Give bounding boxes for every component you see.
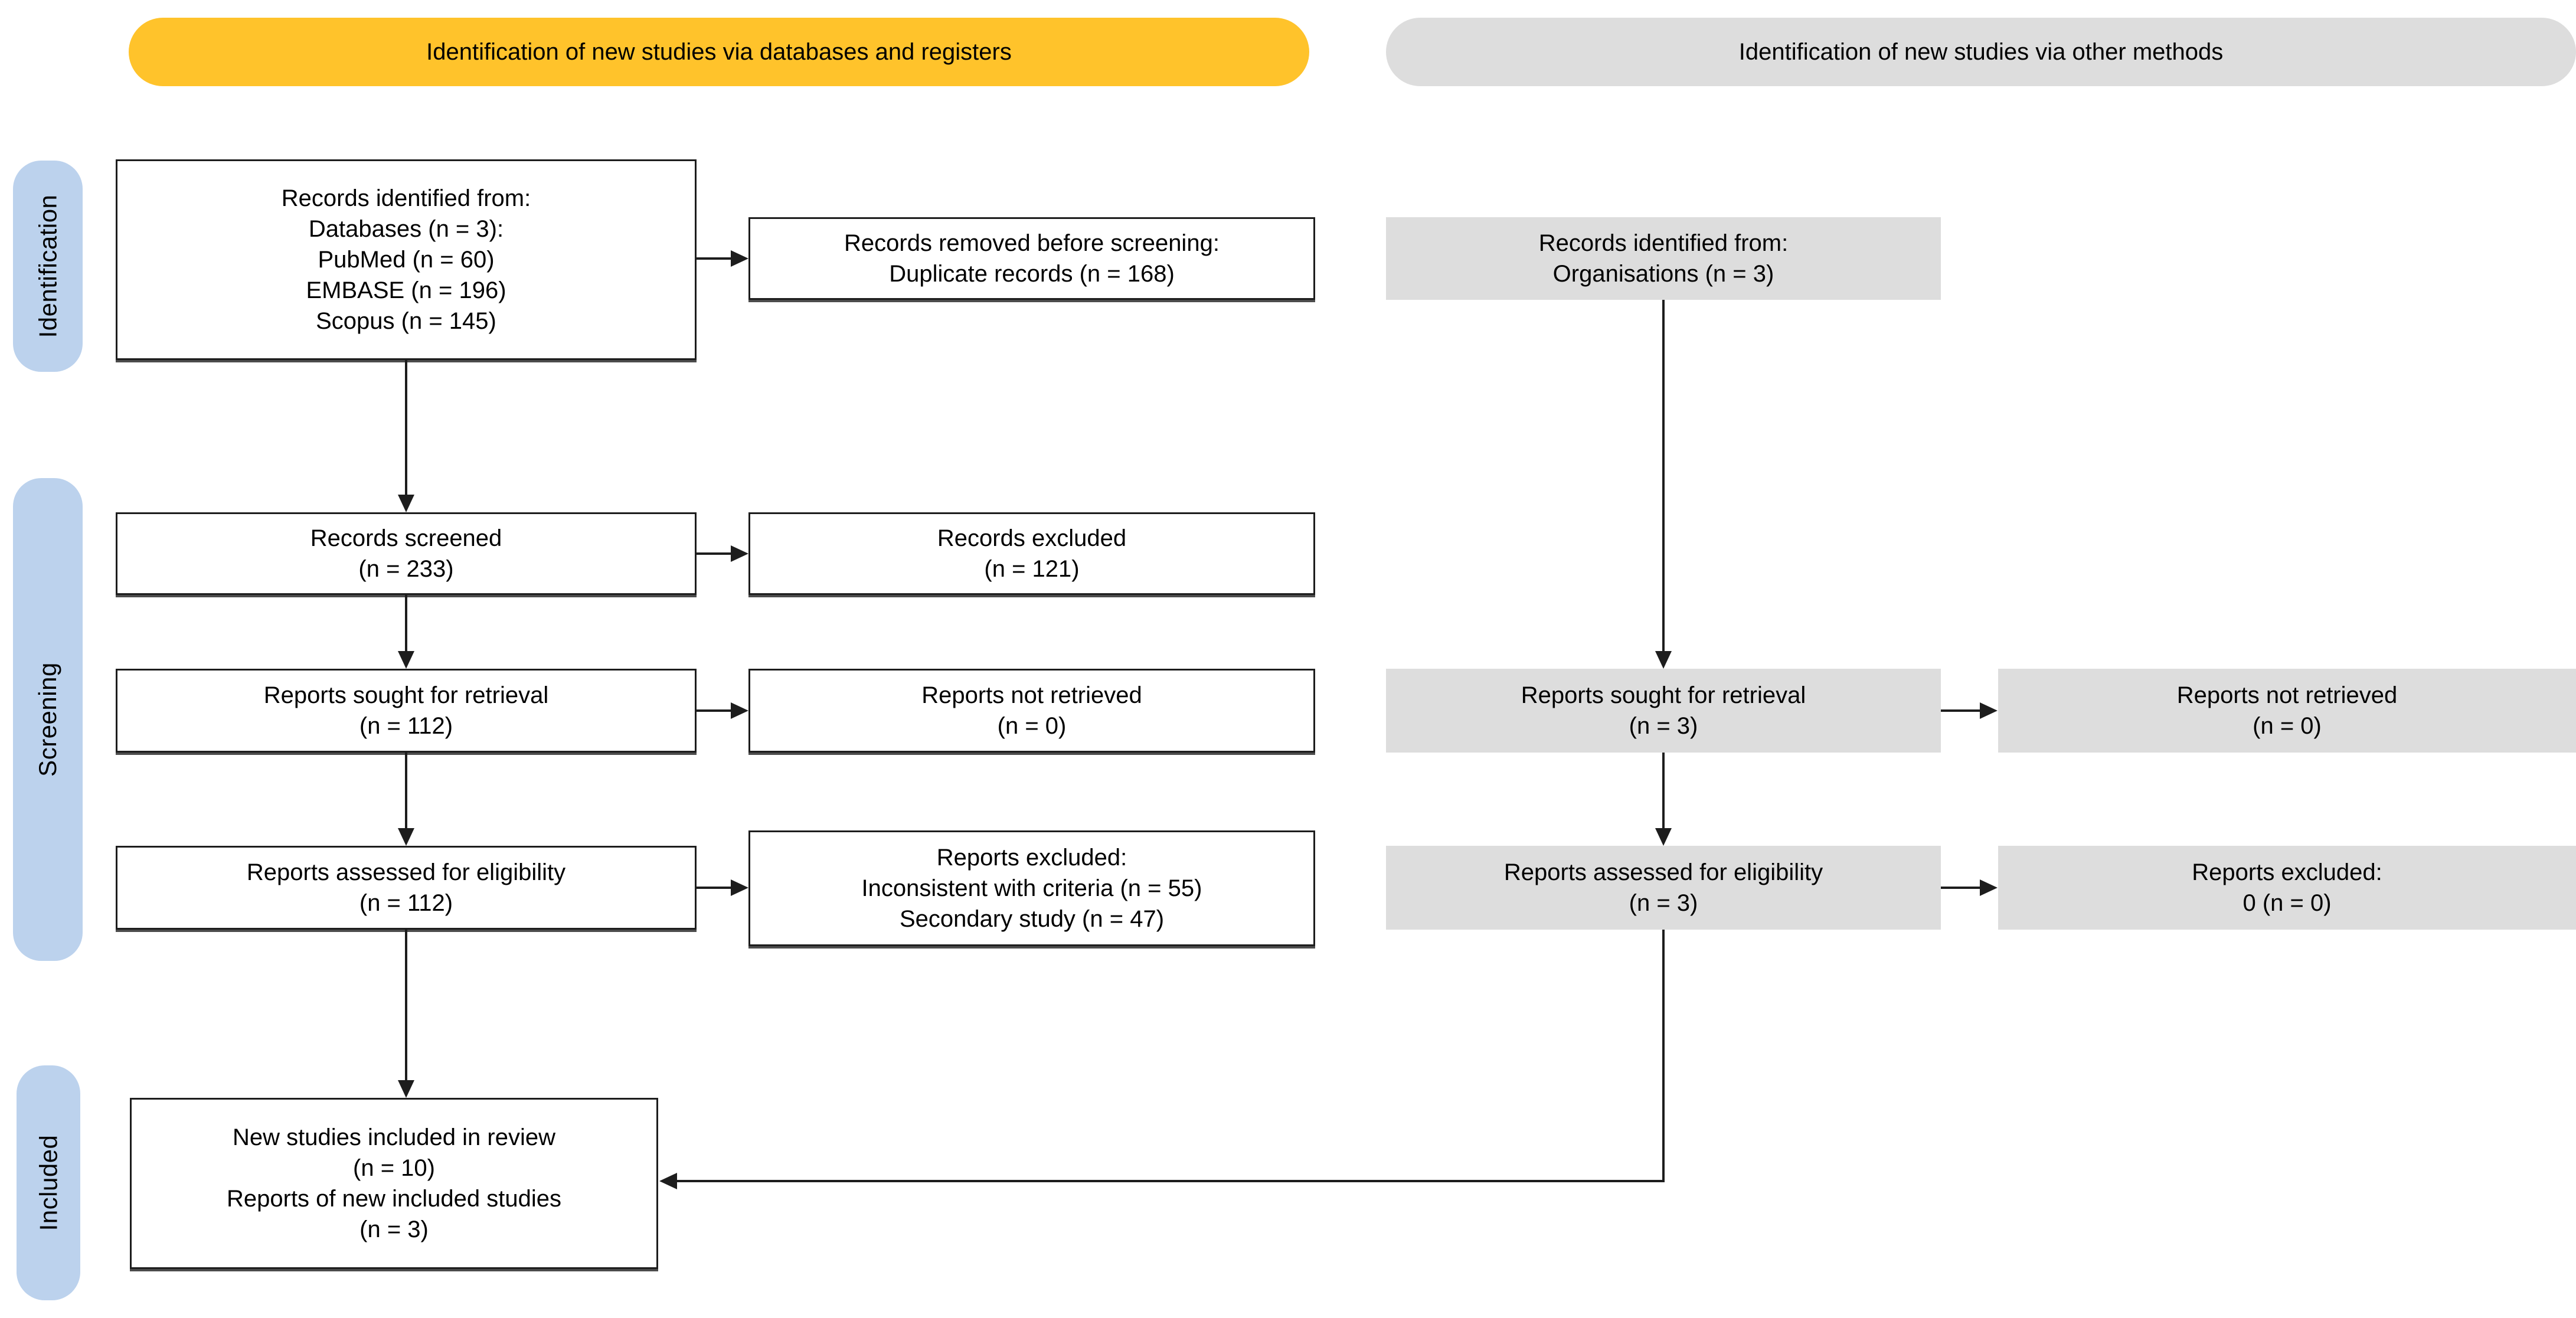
org-reports-not-retrieved-line-1: Reports not retrieved — [2176, 682, 2398, 708]
reports-excluded-line-3: Secondary study (n = 47) — [899, 906, 1165, 932]
included-line-3: Reports of new included studies — [227, 1186, 561, 1212]
records-identified-line-4: EMBASE (n = 196) — [306, 277, 506, 303]
connector-screened-to-excluded — [697, 552, 731, 555]
org-reports-excluded-line-2: 0 (n = 0) — [2242, 890, 2332, 916]
stage-pill-included: Included — [17, 1065, 80, 1300]
box-reports-not-retrieved-databases: Reports not retrieved (n = 0) — [748, 669, 1315, 753]
connector-org-identified-to-sought — [1662, 300, 1665, 651]
connector-sought-to-assessed — [405, 753, 407, 828]
connector-org-to-included-vertical — [1662, 930, 1665, 1182]
reports-excluded-line-1: Reports excluded: — [936, 845, 1127, 871]
box-records-identified-organisations: Records identified from: Organisations (… — [1386, 217, 1941, 300]
records-identified-line-5: Scopus (n = 145) — [316, 308, 496, 334]
records-identified-line-3: PubMed (n = 60) — [318, 247, 495, 273]
org-reports-sought-line-2: (n = 3) — [1629, 713, 1698, 739]
arrowhead-org-to-included — [659, 1173, 677, 1189]
reports-assessed-line-1: Reports assessed for eligibility — [246, 859, 566, 885]
org-reports-not-retrieved-line-2: (n = 0) — [2253, 713, 2322, 739]
reports-excluded-line-2: Inconsistent with criteria (n = 55) — [861, 875, 1202, 901]
connector-assessed-to-included — [405, 930, 407, 1080]
connector-identified-to-removed — [697, 257, 731, 260]
arrowhead-identified-to-screened — [398, 495, 414, 512]
org-reports-assessed-line-1: Reports assessed for eligibility — [1503, 859, 1823, 885]
box-reports-excluded-other: Reports excluded: 0 (n = 0) — [1998, 846, 2576, 930]
records-screened-line-1: Records screened — [310, 525, 502, 551]
reports-not-retrieved-line-2: (n = 0) — [997, 713, 1067, 739]
arrowhead-sought-to-assessed — [398, 828, 414, 846]
records-excluded-line-2: (n = 121) — [984, 556, 1080, 582]
records-removed-line-2: Duplicate records (n = 168) — [889, 261, 1175, 287]
box-records-identified-databases: Records identified from: Databases (n = … — [116, 159, 697, 360]
reports-sought-line-1: Reports sought for retrieval — [263, 682, 549, 708]
arrowhead-screened-to-excluded — [731, 545, 748, 562]
arrowhead-assessed-to-excluded — [731, 879, 748, 896]
arrowhead-org-sought-to-assessed — [1655, 828, 1672, 846]
included-line-4: (n = 3) — [359, 1216, 429, 1242]
arrowhead-sought-to-not-retrieved — [731, 702, 748, 719]
reports-sought-line-2: (n = 112) — [359, 713, 453, 739]
records-excluded-line-1: Records excluded — [937, 525, 1127, 551]
records-identified-line-2: Databases (n = 3): — [308, 216, 504, 242]
box-reports-assessed-other: Reports assessed for eligibility (n = 3) — [1386, 846, 1941, 930]
stage-pill-included-label: Included — [34, 1134, 63, 1231]
org-reports-excluded-line-1: Reports excluded: — [2192, 859, 2382, 885]
box-records-removed-before-screening: Records removed before screening: Duplic… — [748, 217, 1315, 300]
included-line-2: (n = 10) — [353, 1155, 435, 1181]
banner-databases-registers: Identification of new studies via databa… — [129, 18, 1309, 86]
reports-assessed-line-2: (n = 112) — [359, 890, 453, 916]
banner-databases-label: Identification of new studies via databa… — [426, 39, 1012, 65]
included-line-1: New studies included in review — [233, 1124, 555, 1150]
box-new-studies-included: New studies included in review (n = 10) … — [130, 1098, 658, 1269]
box-records-screened: Records screened (n = 233) — [116, 512, 697, 595]
records-screened-line-2: (n = 233) — [358, 556, 454, 582]
records-removed-line-1: Records removed before screening: — [844, 230, 1220, 256]
arrowhead-org-identified-to-sought — [1655, 651, 1672, 669]
connector-org-assessed-to-excluded — [1941, 887, 1980, 889]
box-reports-not-retrieved-other: Reports not retrieved (n = 0) — [1998, 669, 2576, 753]
connector-sought-to-not-retrieved — [697, 709, 731, 712]
org-records-identified-line-2: Organisations (n = 3) — [1552, 261, 1774, 287]
box-reports-sought-other: Reports sought for retrieval (n = 3) — [1386, 669, 1941, 753]
box-reports-excluded-databases: Reports excluded: Inconsistent with crit… — [748, 830, 1315, 946]
box-records-excluded: Records excluded (n = 121) — [748, 512, 1315, 595]
stage-pill-screening-label: Screening — [34, 662, 61, 777]
arrowhead-org-assessed-to-excluded — [1980, 879, 1998, 896]
stage-pill-identification: Identification — [13, 161, 83, 372]
connector-screened-to-sought — [405, 595, 407, 651]
stage-pill-screening: Screening — [13, 478, 83, 961]
org-reports-sought-line-1: Reports sought for retrieval — [1521, 682, 1806, 708]
stage-pill-identification-label: Identification — [34, 194, 62, 338]
arrowhead-assessed-to-included — [398, 1080, 414, 1098]
arrowhead-screened-to-sought — [398, 651, 414, 669]
banner-other-methods: Identification of new studies via other … — [1386, 18, 2576, 86]
connector-org-sought-to-not-retrieved — [1941, 709, 1980, 712]
box-reports-sought-databases: Reports sought for retrieval (n = 112) — [116, 669, 697, 753]
connector-identified-to-screened — [405, 360, 407, 495]
connector-assessed-to-excluded — [697, 887, 731, 889]
reports-not-retrieved-line-1: Reports not retrieved — [921, 682, 1142, 708]
box-reports-assessed-databases: Reports assessed for eligibility (n = 11… — [116, 846, 697, 930]
org-reports-assessed-line-2: (n = 3) — [1629, 890, 1698, 916]
connector-org-to-included-horizontal — [677, 1180, 1665, 1182]
banner-other-methods-label: Identification of new studies via other … — [1738, 39, 2224, 65]
arrowhead-org-sought-to-not-retrieved — [1980, 702, 1998, 719]
org-records-identified-line-1: Records identified from: — [1538, 230, 1789, 256]
arrowhead-identified-to-removed — [731, 250, 748, 267]
records-identified-line-1: Records identified from: — [281, 185, 531, 211]
connector-org-sought-to-assessed — [1662, 753, 1665, 828]
